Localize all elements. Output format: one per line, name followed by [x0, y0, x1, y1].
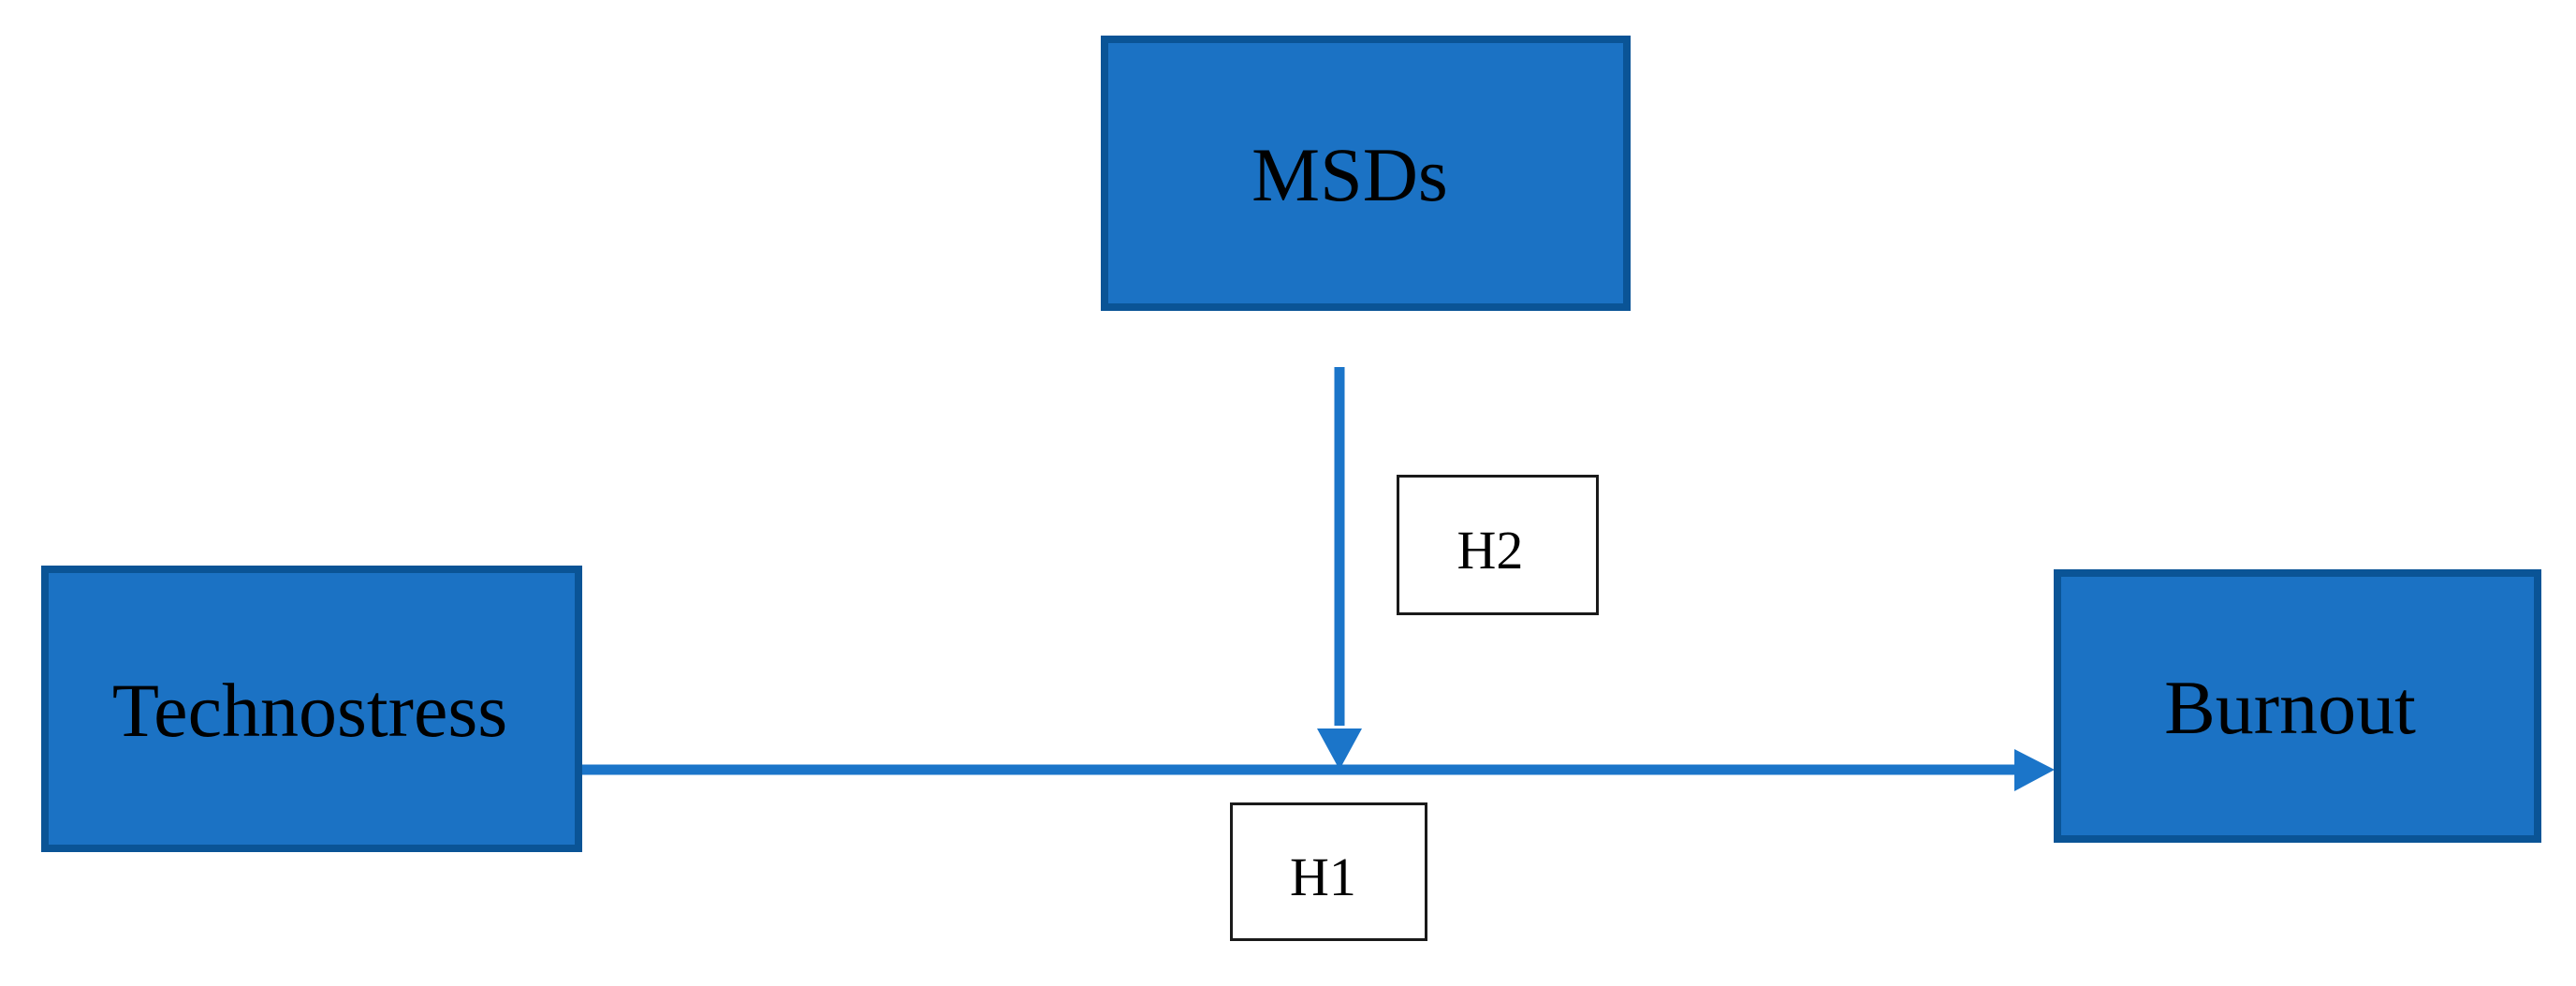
hypothesis-label-h2[interactable]: H2	[1397, 475, 1599, 615]
arrow-technostress-to-burnout	[576, 749, 2055, 791]
node-msds[interactable]: MSDs	[1101, 36, 1631, 311]
hypothesis-label-h1-text: H1	[1290, 846, 1356, 907]
arrow-msds-to-path	[1317, 367, 1362, 770]
node-msds-label: MSDs	[1251, 132, 1448, 217]
arrow-h1-head	[2014, 749, 2055, 791]
hypothesis-label-h2-text: H2	[1456, 520, 1524, 581]
node-burnout[interactable]: Burnout	[2054, 569, 2541, 843]
arrow-h2-head	[1317, 728, 1362, 770]
node-burnout-label: Burnout	[2164, 665, 2416, 750]
node-technostress-label: Technostress	[111, 668, 508, 753]
hypothesis-label-h1[interactable]: H1	[1230, 802, 1427, 941]
node-technostress[interactable]: Technostress	[41, 566, 582, 852]
